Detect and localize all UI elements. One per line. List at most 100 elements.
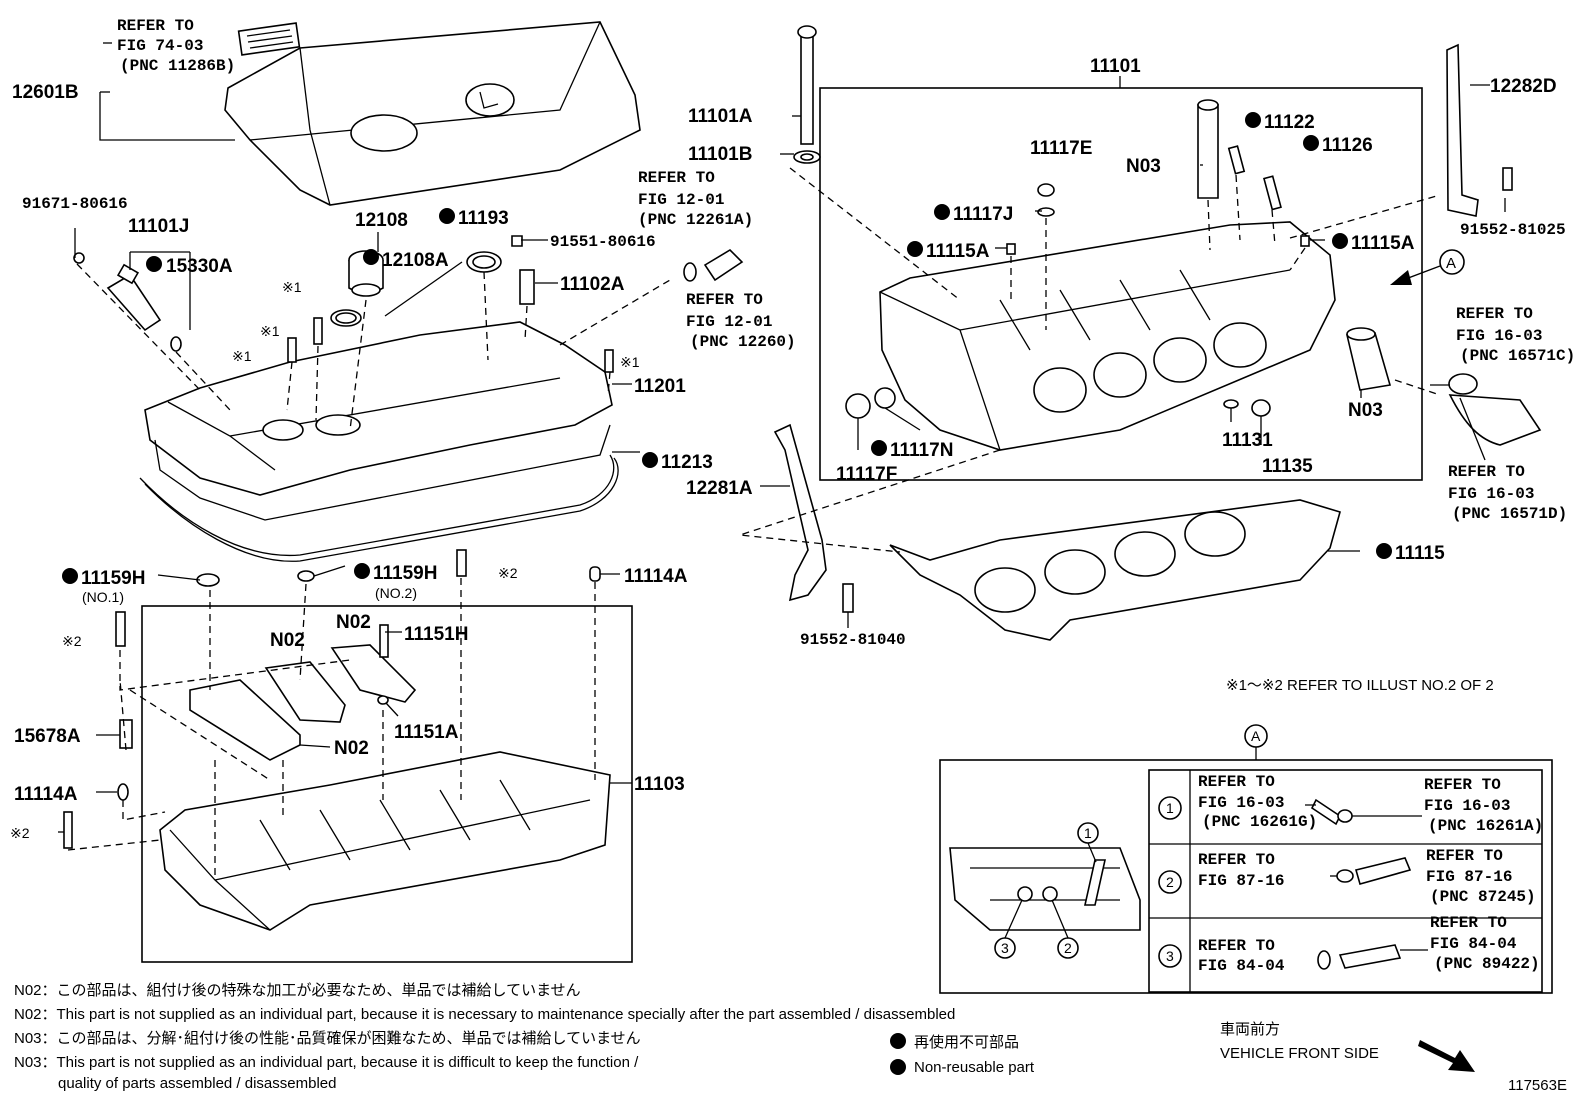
svg-text:FIG 16-03: FIG 16-03 bbox=[1424, 797, 1510, 815]
non-reusable-dot bbox=[1245, 112, 1261, 128]
view-arrow-a: A bbox=[1390, 249, 1465, 285]
label-11159h-no1-sub: (NO.1) bbox=[82, 589, 124, 605]
legend-jp: 再使用不可部品 bbox=[914, 1034, 1019, 1051]
svg-text:A: A bbox=[1251, 728, 1261, 744]
mark-1: ※1 bbox=[260, 323, 280, 339]
label-11117n: 11117N bbox=[890, 440, 953, 461]
non-reusable-dot bbox=[871, 440, 887, 456]
svg-text:REFER TO: REFER TO bbox=[1426, 847, 1503, 865]
label-11126: 11126 bbox=[1322, 135, 1373, 156]
non-reusable-dot bbox=[890, 1033, 906, 1049]
label-n02-b: N02 bbox=[336, 612, 371, 633]
svg-text:FIG 84-04: FIG 84-04 bbox=[1198, 957, 1285, 975]
bracket-12281a bbox=[773, 423, 854, 613]
svg-text:(PNC 12260): (PNC 12260) bbox=[690, 333, 796, 351]
label-11101a: 11101A bbox=[688, 106, 753, 127]
label-15330a: 15330A bbox=[166, 256, 233, 277]
assembly-dashed-lines bbox=[67, 167, 1441, 880]
svg-text:3: 3 bbox=[1001, 940, 1009, 956]
coolant-hose-refs bbox=[1448, 373, 1542, 446]
note-n03-jp: N03：この部品は、分解･組付け後の性能･品質確保が困難なため、単品では補給して… bbox=[14, 1029, 641, 1047]
head-gasket-illustration bbox=[889, 499, 1341, 641]
label-11151h: 11151H bbox=[404, 624, 468, 645]
ref-fig-12-01-a: REFER TO FIG 12-01 (PNC 12261A) bbox=[638, 169, 753, 229]
svg-text:REFER TO: REFER TO bbox=[1456, 305, 1533, 323]
label-n03-right: N03 bbox=[1348, 400, 1383, 421]
svg-text:FIG 84-04: FIG 84-04 bbox=[1430, 935, 1517, 953]
cylinder-head-illustration bbox=[819, 87, 1423, 481]
vehicle-front: 車両前方 VEHICLE FRONT SIDE 117563E bbox=[1220, 1021, 1567, 1094]
label-n02-a: N02 bbox=[270, 630, 305, 651]
non-reusable-dot bbox=[439, 208, 455, 224]
svg-text:2: 2 bbox=[1064, 940, 1072, 956]
label-11115a-right: 11115A bbox=[1351, 233, 1415, 254]
svg-text:1: 1 bbox=[1084, 825, 1092, 841]
svg-text:REFER TO: REFER TO bbox=[1430, 914, 1507, 932]
svg-text:REFER TO: REFER TO bbox=[686, 291, 763, 309]
mark-2: ※2 bbox=[10, 825, 30, 841]
cylinder-head-cover-illustration bbox=[139, 321, 619, 562]
label-11103: 11103 bbox=[634, 774, 685, 795]
legend: 再使用不可部品 Non-reusable part bbox=[890, 1033, 1035, 1076]
ref-fig-16-03-c: REFER TO FIG 16-03 (PNC 16571C) bbox=[1456, 305, 1575, 365]
label-11159h-no1: 11159H bbox=[81, 568, 145, 589]
svg-text:REFER TO: REFER TO bbox=[1198, 773, 1275, 791]
mark-1: ※1 bbox=[282, 279, 302, 295]
svg-text:(PNC 12261A): (PNC 12261A) bbox=[638, 211, 753, 229]
label-n03: N03 bbox=[1126, 156, 1161, 177]
ref-fig-12-01-b: REFER TO FIG 12-01 (PNC 12260) bbox=[686, 291, 796, 351]
svg-text:REFER TO: REFER TO bbox=[638, 169, 715, 187]
svg-text:REFER TO: REFER TO bbox=[1198, 937, 1275, 955]
svg-text:FIG 87-16: FIG 87-16 bbox=[1426, 868, 1512, 886]
label-11101b: 11101B bbox=[688, 144, 752, 165]
small-parts-lower-left bbox=[63, 549, 601, 849]
label-11101j: 11101J bbox=[128, 216, 189, 237]
note-n03-en-2: quality of parts assembled / disassemble… bbox=[58, 1075, 336, 1092]
mark-2: ※2 bbox=[498, 565, 518, 581]
label-11115: 11115 bbox=[1395, 543, 1445, 564]
note-n02-jp: N02：この部品は、組付け後の特殊な加工が必要なため、単品では補給していません bbox=[14, 982, 581, 999]
label-11201: 11201 bbox=[634, 376, 686, 397]
label-11159h-no2-sub: (NO.2) bbox=[375, 585, 417, 601]
non-reusable-dot bbox=[907, 241, 923, 257]
svg-text:FIG 16-03: FIG 16-03 bbox=[1198, 794, 1284, 812]
svg-text:(PNC 16571D): (PNC 16571D) bbox=[1452, 505, 1567, 523]
label-12108a: 12108A bbox=[382, 250, 449, 271]
non-reusable-dot bbox=[934, 204, 950, 220]
svg-text:3: 3 bbox=[1166, 948, 1174, 964]
svg-text:FIG 12-01: FIG 12-01 bbox=[638, 191, 724, 209]
label-11131: 11131 bbox=[1222, 430, 1273, 451]
label-11102a: 11102A bbox=[560, 274, 625, 295]
label-12601b: 12601B bbox=[12, 82, 79, 103]
note-n02-en: N02：This part is not supplied as an indi… bbox=[14, 1006, 955, 1023]
front-arrow-icon bbox=[1418, 1040, 1475, 1072]
ref-fig-74-03: REFER TO FIG 74-03 (PNC 11286B) bbox=[117, 17, 235, 75]
svg-text:(PNC 89422): (PNC 89422) bbox=[1434, 955, 1540, 973]
non-reusable-dot bbox=[1303, 135, 1319, 151]
circle-a-label: A bbox=[1446, 255, 1456, 272]
ref-fig-16-03-d: REFER TO FIG 16-03 (PNC 16571D) bbox=[1448, 463, 1567, 523]
mark-1: ※1 bbox=[620, 354, 640, 370]
mark-2: ※2 bbox=[62, 633, 82, 649]
illust-note: ※1～※2 REFER TO ILLUST NO.2 OF 2 bbox=[1226, 677, 1494, 694]
leader-lines bbox=[58, 42, 1506, 833]
label-11101: 11101 bbox=[1090, 56, 1141, 77]
svg-text:FIG 16-03: FIG 16-03 bbox=[1456, 327, 1542, 345]
non-reusable-dot bbox=[354, 563, 370, 579]
label-11151a: 11151A bbox=[394, 722, 459, 743]
label-11117e: 11117E bbox=[1030, 138, 1092, 159]
svg-text:1: 1 bbox=[1166, 800, 1174, 816]
label-12108: 12108 bbox=[355, 210, 408, 231]
legend-en: Non-reusable part bbox=[914, 1059, 1035, 1076]
label-11117f: 11117F bbox=[836, 464, 897, 485]
svg-text:(PNC 87245): (PNC 87245) bbox=[1430, 888, 1536, 906]
label-n02-c: N02 bbox=[334, 738, 369, 759]
label-11115a-left: 11115A bbox=[926, 241, 990, 262]
svg-text:(PNC 16261G): (PNC 16261G) bbox=[1202, 813, 1317, 831]
camshaft-housing-illustration bbox=[141, 605, 633, 963]
svg-text:FIG 74-03: FIG 74-03 bbox=[117, 37, 203, 55]
non-reusable-dot bbox=[146, 256, 162, 272]
svg-text:REFER TO: REFER TO bbox=[1424, 776, 1501, 794]
label-11114a-top: 11114A bbox=[624, 566, 688, 587]
